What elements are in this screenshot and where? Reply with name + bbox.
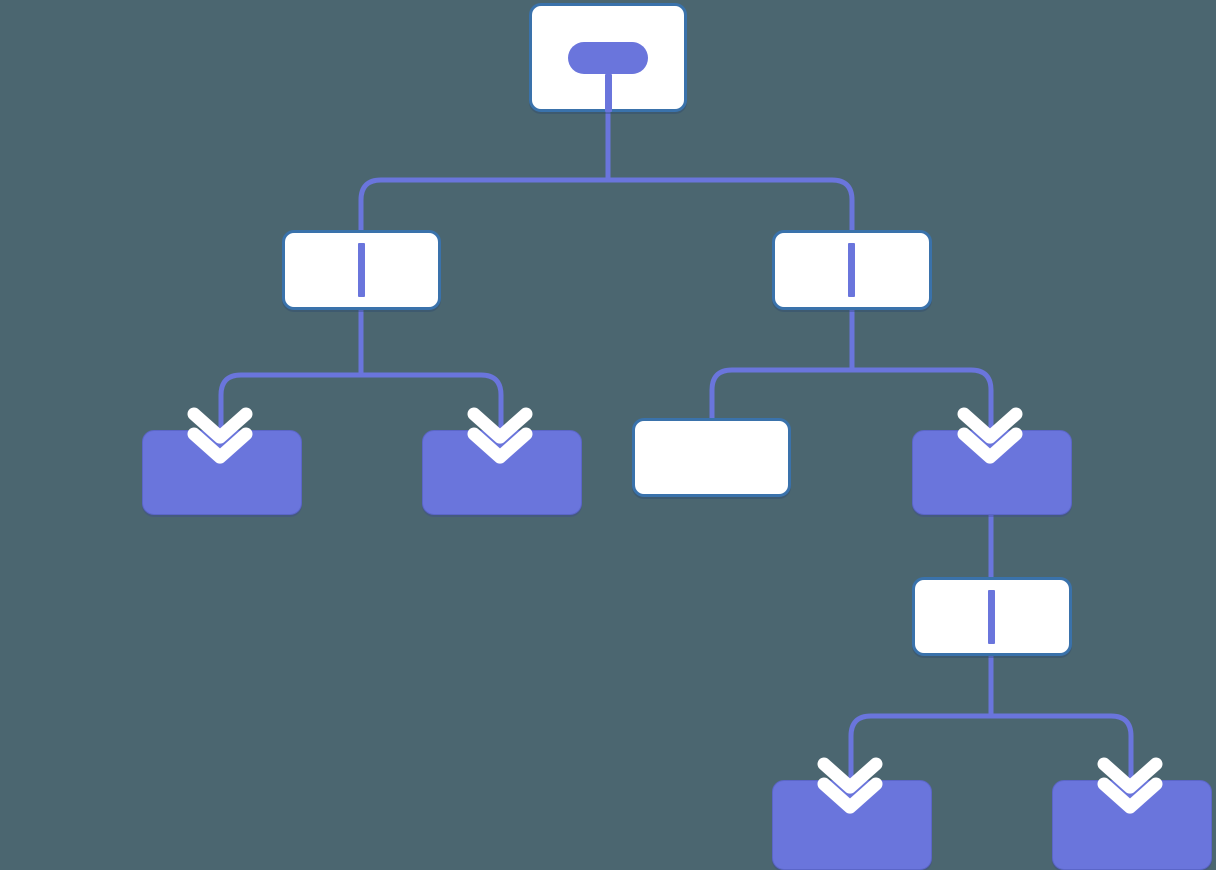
level2-leaf-far-left[interactable] <box>142 430 302 515</box>
root-node-stem <box>604 74 612 112</box>
level2-filled-branch-node[interactable] <box>912 430 1072 515</box>
edge-level1-left-to-leaf-b <box>358 310 504 470</box>
edge-root-to-level1-left <box>358 112 611 230</box>
level2-white-node[interactable] <box>632 418 791 497</box>
level1-left-node-inner-line <box>358 243 365 297</box>
edge-root-to-level1-right <box>605 112 855 230</box>
edge-level1-right-to-white-node <box>709 310 855 418</box>
level4-leaf-right[interactable] <box>1052 780 1212 870</box>
edge-level3-to-leaf-right <box>988 656 1134 818</box>
edge-level1-right-to-filled-node <box>849 310 994 470</box>
level4-leaf-left[interactable] <box>772 780 932 870</box>
edge-level3-to-leaf-left <box>848 656 994 818</box>
level1-right-node-inner-line <box>848 243 855 297</box>
edge-level1-left-to-leaf-a <box>218 310 364 470</box>
level2-leaf-left-inner[interactable] <box>422 430 582 515</box>
root-node-pill-marker <box>568 42 648 74</box>
level3-white-node-inner-line <box>988 590 995 644</box>
